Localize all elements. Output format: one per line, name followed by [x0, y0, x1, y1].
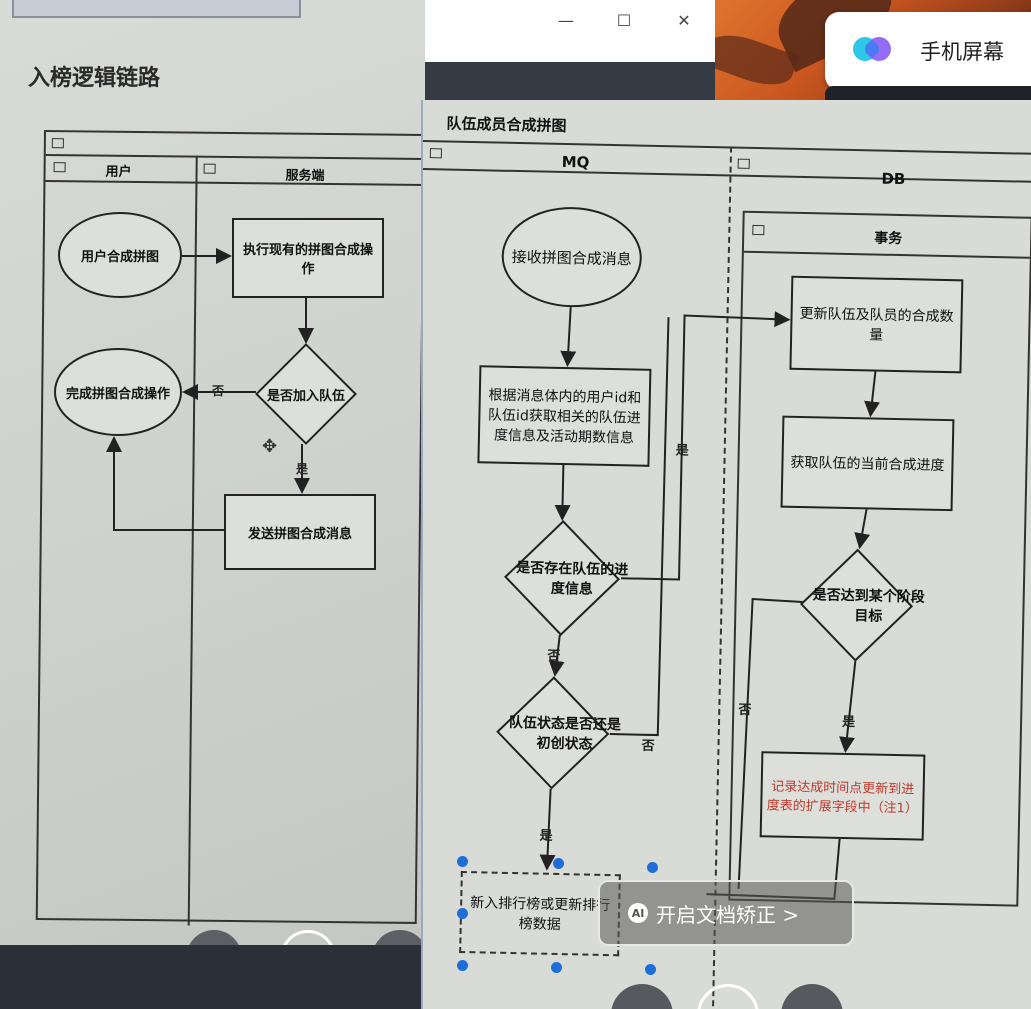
ai-icon: AI	[628, 903, 648, 923]
close-button[interactable]: ✕	[677, 10, 691, 30]
notification-bottom-strip	[825, 86, 1031, 100]
app-logo-icon	[853, 37, 891, 61]
edge-label-no: 否	[738, 702, 752, 719]
edge-label-yes: 是	[841, 714, 856, 731]
node-is-join-team: 是否加入队伍	[254, 343, 358, 445]
move-cursor-icon: ✥	[262, 436, 278, 457]
right-diagram-canvas: 队伍成员合成拼图 MQ DB 事务 接收拼图合成消息 根据消息体内的用户id和队…	[423, 100, 1031, 1009]
node-user-compose: 用户合成拼图	[58, 212, 182, 298]
camera-control[interactable]	[372, 930, 425, 945]
edge-label-no: 否	[547, 648, 561, 664]
minimize-button[interactable]: —	[558, 10, 574, 30]
edge-label-yes: 是	[296, 462, 309, 476]
top-tab-fragment	[12, 0, 301, 18]
doc-correction-label: 开启文档矫正 >	[656, 902, 800, 927]
selection-handle[interactable]	[457, 856, 468, 867]
left-section-title: 入榜逻辑链路	[28, 66, 161, 91]
right-edges	[539, 307, 881, 900]
edge-label-yes: 是	[539, 828, 553, 844]
edge-label-no: 否	[641, 738, 655, 754]
selection-handle[interactable]	[457, 908, 468, 919]
selection-handle[interactable]	[553, 858, 564, 869]
window-dark-strip	[425, 62, 715, 100]
diamond-label: 是否加入队伍	[266, 388, 345, 404]
node-send-msg: 发送拼图合成消息	[224, 494, 376, 570]
camera-control[interactable]	[186, 930, 242, 945]
selection-handle[interactable]	[645, 964, 656, 975]
selection-handle[interactable]	[457, 960, 468, 971]
left-bottom-bar	[0, 945, 425, 1009]
edge-label-yes: 是	[675, 443, 689, 459]
left-diagram-photo: 入榜逻辑链路 用户 服务端 用户合成拼图 执行现有的拼图合成操作 是否加入队伍 …	[0, 0, 425, 945]
node-finish-compose: 完成拼图合成操作	[54, 348, 182, 436]
edge-label-no: 否	[212, 384, 225, 398]
window-titlebar: — ☐ ✕	[425, 0, 715, 62]
doc-correction-button[interactable]: AI 开启文档矫正 >	[598, 880, 854, 946]
maximize-button[interactable]: ☐	[616, 10, 632, 30]
right-diagram-photo: 队伍成员合成拼图 MQ DB 事务 接收拼图合成消息 根据消息体内的用户id和队…	[421, 100, 1031, 1009]
selection-handle[interactable]	[647, 862, 658, 873]
node-exec-compose: 执行现有的拼图合成操作	[232, 218, 384, 298]
selection-handle[interactable]	[551, 962, 562, 973]
left-edges	[106, 248, 314, 531]
notification-text: 手机屏幕	[920, 40, 1004, 64]
